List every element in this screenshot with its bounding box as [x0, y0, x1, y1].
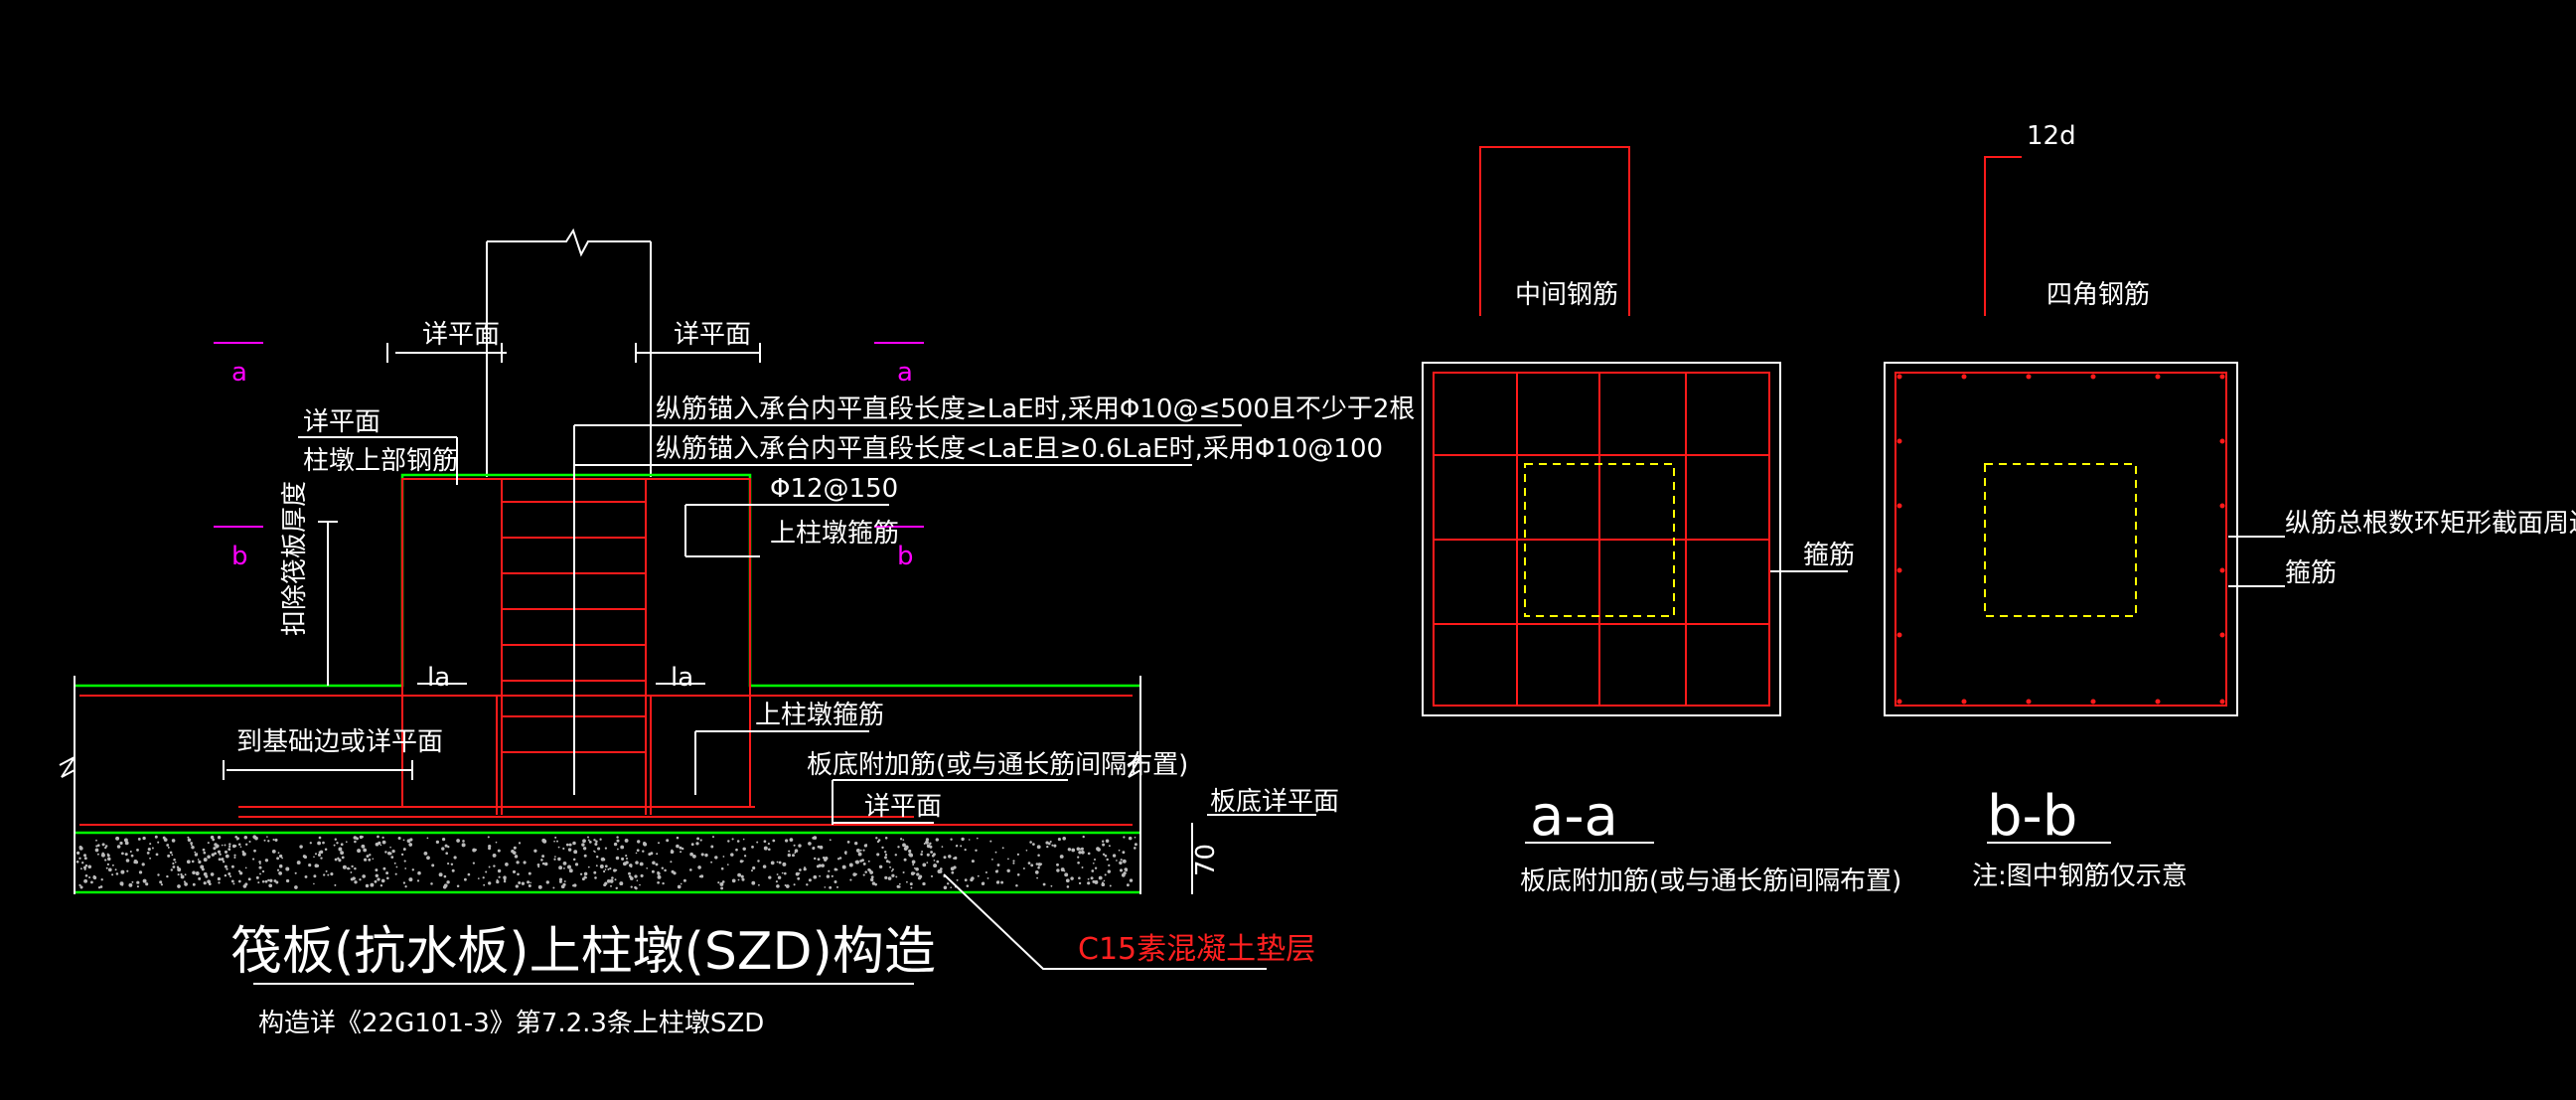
aa-rebar-grid [1434, 373, 1769, 706]
label-la-right: la [671, 663, 693, 693]
label-thickness-note: 扣除筏板厚度 [280, 481, 310, 636]
bb-title: b-b [1987, 784, 2077, 849]
label-stirrup-2: 上柱墩箍筋 [755, 701, 884, 730]
break-mark-right [1127, 756, 1141, 778]
label-xiang-pingmian-left: 详平面 [422, 320, 500, 350]
column-outline [486, 228, 652, 477]
slab-pier-outline [75, 473, 1140, 688]
bb-dim-label: 12d [2027, 121, 2076, 151]
label-to-edge: 到基础边或详平面 [236, 727, 443, 757]
aa-top-label: 中间钢筋 [1515, 280, 1618, 310]
section-aa: 中间钢筋 箍筋 a-a 板底附加筋(或与通长筋间隔布置) [1422, 146, 1901, 896]
section-marks [214, 342, 924, 528]
label-xiang-pingmian-right: 详平面 [674, 320, 751, 350]
label-slab-bottom: 板底详平面 [1210, 787, 1339, 817]
bb-corner-bar [1984, 156, 2022, 316]
aa-note: 板底附加筋(或与通长筋间隔布置) [1520, 866, 1901, 896]
label-dim-70: 70 [1191, 844, 1221, 876]
label-anchor-rule-2: 纵筋锚入承台内平直段长度<LaE且≥0.6LaE时,采用Φ10@100 [656, 434, 1383, 464]
section-b-right: b [897, 542, 914, 571]
bb-core-dashed [1984, 463, 2137, 617]
aa-middle-bar [1479, 146, 1630, 316]
section-a-right: a [897, 358, 913, 388]
bb-side-label-1: 纵筋总根数环矩形截面周边均匀布置 [2285, 509, 2576, 539]
label-anchor-rule-1: 纵筋锚入承台内平直段长度≥LaE时,采用Φ10@≤500且不少于2根 [656, 394, 1415, 424]
left-detail-title: 筏板(抗水板)上柱墩(SZD)构造 [230, 922, 936, 982]
label-upper-rebar: 柱墩上部钢筋 [303, 446, 458, 476]
break-mark-left [59, 756, 76, 778]
bb-rebar-dots [1896, 374, 2225, 705]
left-detail-subtitle: 构造详《22G101-3》第7.2.3条上柱墩SZD [258, 1009, 764, 1038]
label-la-left: la [427, 663, 450, 693]
label-bottom-extra: 板底附加筋(或与通长筋间隔布置) [807, 750, 1188, 780]
section-a-left: a [231, 358, 247, 388]
aa-core-dashed [1524, 463, 1675, 617]
aa-side-label: 箍筋 [1803, 541, 1855, 570]
label-cushion: C15素混凝土垫层 [1078, 932, 1315, 967]
label-stirrup-1: 上柱墩箍筋 [770, 519, 899, 549]
leader-lines [223, 343, 1316, 985]
cushion-hatch [76, 835, 1137, 890]
section-b-left: b [231, 542, 248, 571]
label-xiang-pingmian-bottom: 详平面 [864, 792, 942, 822]
aa-title: a-a [1530, 784, 1618, 849]
bb-side-label-2: 箍筋 [2285, 558, 2337, 588]
left-detail: 详平面 详平面 详平面 柱墩上部钢筋 纵筋锚入承台内平直段长度≥LaE时,采用Φ… [59, 228, 1415, 1038]
section-bb: 12d 四角钢筋 纵筋总根数环矩形截面周边均匀布置 箍筋 b-b 注:图中钢筋仅… [1884, 121, 2576, 891]
bb-top-label: 四角钢筋 [2046, 280, 2150, 310]
label-stirrup-spec: Φ12@150 [770, 474, 898, 504]
label-xiang-pingmian-side: 详平面 [303, 407, 380, 437]
bb-note: 注:图中钢筋仅示意 [1972, 862, 2188, 891]
